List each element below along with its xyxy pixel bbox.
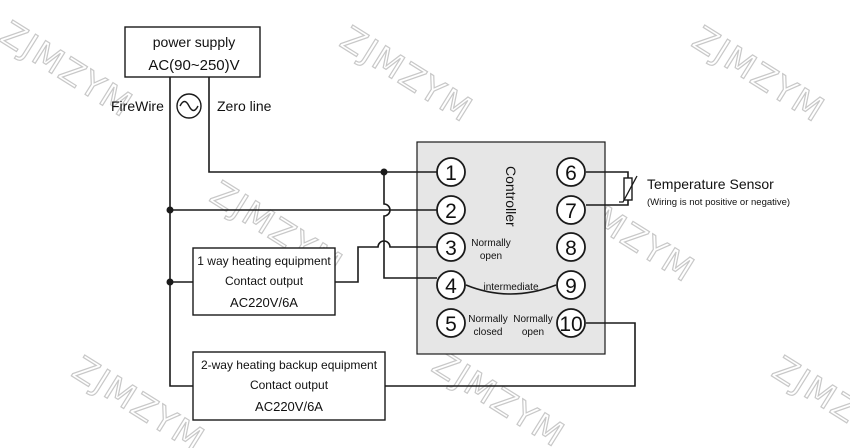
- terminal-7-number: 7: [565, 200, 577, 223]
- power-supply-box: [124, 26, 261, 78]
- watermark: ZJMZYM: [333, 19, 480, 131]
- terminal-9-number: 9: [565, 275, 577, 298]
- power-supply-title: power supply: [153, 34, 236, 50]
- terminal-3-label-line1: Normally: [471, 238, 510, 249]
- equipment-2-title: 2-way heating backup equipment: [201, 358, 378, 372]
- terminal-10-label-line1: Normally: [513, 314, 552, 325]
- terminal-2: 2: [436, 195, 466, 225]
- watermark: ZJMZYM: [765, 349, 850, 448]
- equipment-1-title: 1 way heating equipment: [197, 254, 331, 268]
- temperature-sensor-note: (Wiring is not positive or negative): [647, 197, 790, 208]
- junctions: [166, 168, 388, 286]
- terminal-10-label-line2: open: [522, 327, 544, 338]
- terminal-1: 1: [436, 157, 466, 187]
- intermediate-label: intermediate: [483, 282, 538, 293]
- power-supply-voltage: AC(90~250)V: [148, 57, 239, 74]
- terminal-8-number: 8: [565, 237, 577, 260]
- terminal-6-number: 6: [565, 162, 577, 185]
- equipment-1-rating: AC220V/6A: [230, 295, 298, 310]
- terminal-3-number: 3: [445, 237, 457, 260]
- terminal-10-number: 10: [559, 313, 582, 336]
- thermistor-icon: [619, 175, 638, 203]
- terminal-3: 3: [436, 232, 466, 262]
- terminal-4-number: 4: [445, 275, 457, 298]
- terminal-5-label-line2: closed: [474, 327, 503, 338]
- terminal-8: 8: [556, 232, 586, 262]
- terminal-10: 10: [556, 308, 586, 338]
- watermark: ZJMZYM: [685, 19, 832, 131]
- terminal-3-label-line2: open: [480, 251, 502, 262]
- zero-line-label: Zero line: [217, 98, 272, 114]
- equipment-2-box: [192, 351, 386, 421]
- equipment-2-rating: AC220V/6A: [255, 399, 323, 414]
- equipment-1-box: [192, 247, 336, 316]
- terminal-5: 5: [436, 308, 466, 338]
- controller-label: Controller: [503, 166, 519, 227]
- fire-wire-label: FireWire: [111, 98, 164, 114]
- wires: [169, 77, 636, 387]
- terminal-9: 9: [556, 270, 586, 300]
- ac-source-icon: [176, 93, 202, 119]
- terminal-5-label-line1: Normally: [468, 314, 507, 325]
- watermark: ZJMZYM: [425, 344, 572, 448]
- terminal-5-number: 5: [445, 313, 457, 336]
- terminal-2-number: 2: [445, 200, 457, 223]
- terminal-6: 6: [556, 157, 586, 187]
- terminal-7: 7: [556, 195, 586, 225]
- terminal-4: 4: [436, 270, 466, 300]
- watermark: ZJMZYM: [65, 349, 212, 448]
- equipment-2-output: Contact output: [250, 378, 329, 392]
- terminal-1-number: 1: [445, 162, 457, 185]
- temperature-sensor-title: Temperature Sensor: [647, 176, 774, 192]
- equipment-1-output: Contact output: [225, 274, 304, 288]
